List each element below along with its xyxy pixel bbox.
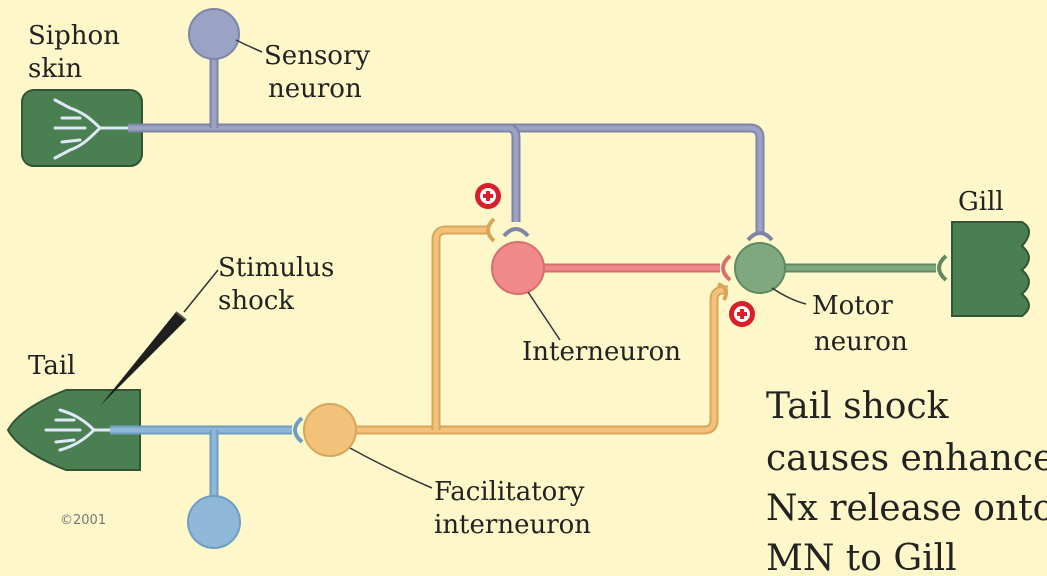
leader-lines: [183, 39, 807, 489]
sensory-neuron-soma: [188, 8, 240, 60]
facilitatory-interneuron: [303, 217, 729, 457]
stimulus-label-line1: Stimulus: [218, 253, 334, 283]
plus-badge-icon: [729, 301, 755, 327]
caption-line3: Nx release onto: [766, 488, 1047, 529]
siphon-skin-label-line1: Siphon: [28, 21, 120, 51]
motor-neuron: [734, 242, 948, 294]
stimulus-label-line2: shock: [218, 286, 294, 316]
motor-neuron-soma: [734, 242, 786, 294]
motor-neuron-label-line1: Motor: [812, 291, 893, 321]
tail-sensory-neuron: [110, 416, 304, 549]
facilitatory-label-line1: Facilitatory: [434, 477, 585, 507]
facilitatory-soma: [303, 403, 357, 457]
sensory-terminal-interneuron: [502, 227, 530, 238]
tail-label: Tail: [28, 351, 75, 381]
sensory-neuron-label-line2: neuron: [268, 74, 362, 104]
plus-badge-icon: [475, 183, 501, 209]
interneuron-label: Interneuron: [522, 337, 681, 367]
interneuron: [491, 241, 732, 295]
tail-sensory-soma: [187, 495, 241, 549]
siphon-skin-label-line2: skin: [28, 54, 82, 84]
sensory-terminal-motor: [746, 231, 774, 242]
gill-label: Gill: [958, 187, 1004, 217]
sensory-neuron-label-line1: Sensory: [264, 41, 370, 71]
caption-line4: MN to Gill: [766, 538, 957, 576]
facilitatory-label-line2: interneuron: [434, 510, 591, 540]
sensory-neuron: [128, 8, 774, 242]
caption-line1: Tail shock: [766, 386, 950, 427]
gill-organ: [951, 221, 1030, 317]
siphon-skin-organ: [21, 89, 143, 167]
electrode-icon: [100, 311, 187, 406]
tail-organ: [6, 389, 141, 471]
watermark: ©2001: [60, 513, 106, 528]
interneuron-soma: [491, 241, 545, 295]
motor-neuron-label-line2: neuron: [814, 327, 908, 357]
caption-line2: causes enhanced: [766, 438, 1047, 479]
